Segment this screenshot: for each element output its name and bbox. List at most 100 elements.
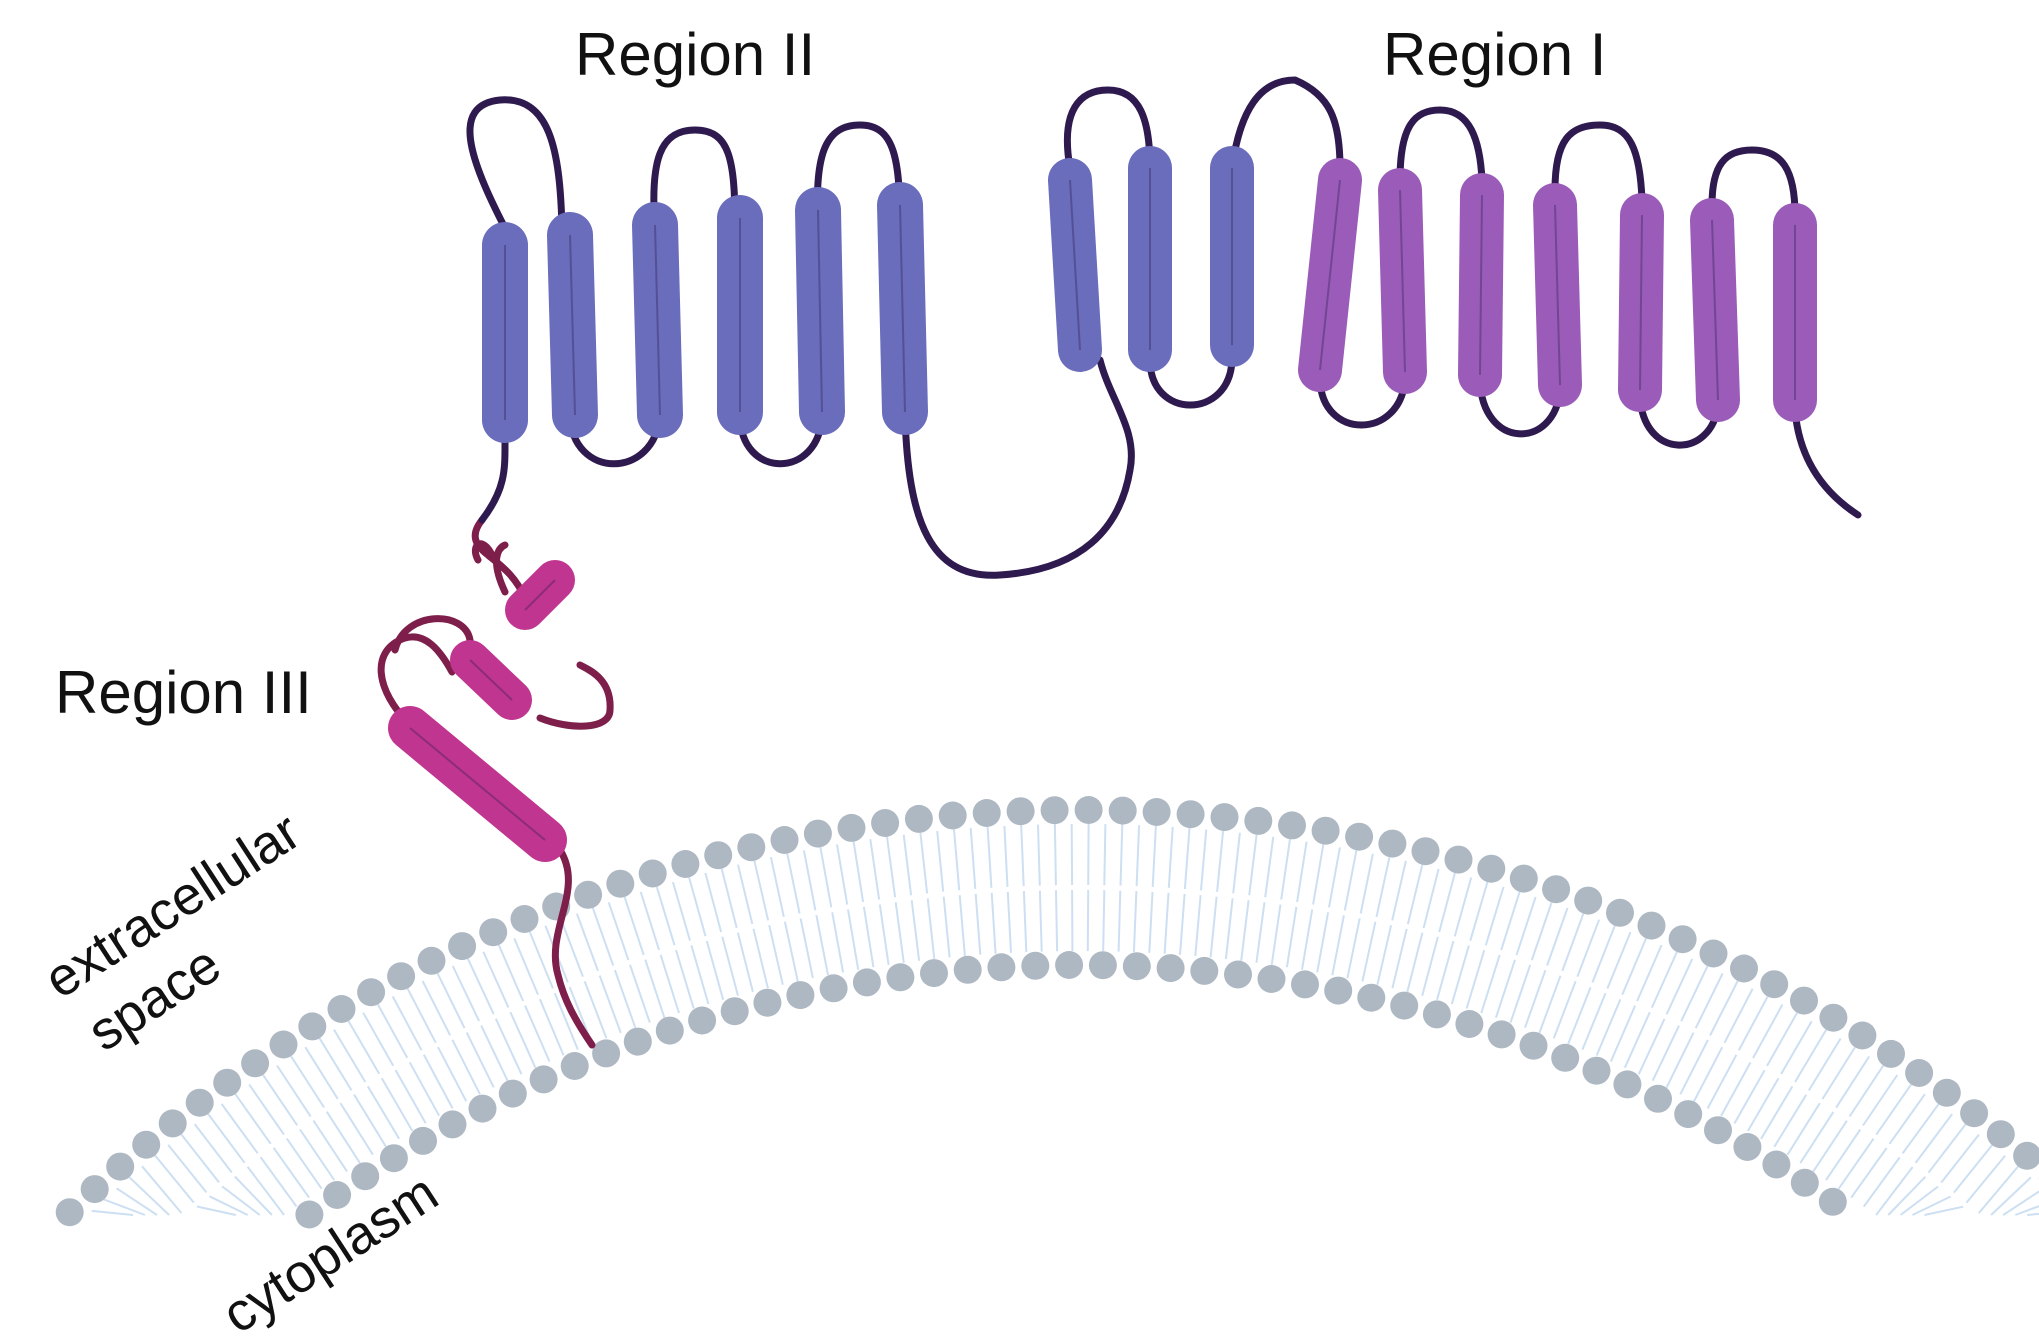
lipid-tail <box>1240 900 1250 961</box>
lipid-tail <box>1436 940 1455 1001</box>
lipid-tail <box>1561 913 1585 972</box>
lipid-tail <box>234 1175 273 1216</box>
lipid-head-inner <box>953 955 982 984</box>
lipid-tail <box>721 936 739 996</box>
region-iii-helix-2 <box>450 640 532 720</box>
lipid-tail <box>1837 1138 1875 1190</box>
lipid-tail <box>1022 891 1028 953</box>
lipid-head-outer <box>1574 886 1603 915</box>
lipid-head-outer <box>1819 1003 1848 1032</box>
region-ii-helix-6-edge <box>899 204 906 413</box>
lipid-tail <box>1183 828 1191 890</box>
lipid-tail <box>513 938 539 995</box>
lipid-tail <box>869 839 881 900</box>
lipid-tail <box>1546 907 1569 966</box>
lipid-tail <box>246 1166 285 1216</box>
lipid-tail <box>1343 850 1358 911</box>
lipid-tail <box>276 1064 312 1117</box>
lipid-tail <box>347 1020 381 1075</box>
lipid-tail <box>1406 932 1424 993</box>
lipid-tail <box>2002 1190 2039 1216</box>
lipid-tail <box>312 1119 348 1172</box>
lipid-tail <box>613 969 637 1028</box>
lipid-head-inner <box>592 1039 621 1068</box>
transmembrane-helices <box>388 146 1817 862</box>
lipid-tail <box>942 896 951 958</box>
lipid-head-outer <box>1699 939 1728 968</box>
region-ii-label: Region II <box>575 21 815 88</box>
lipid-tail <box>886 836 897 898</box>
lipid-tail <box>919 832 929 894</box>
lipid-tail <box>704 872 723 933</box>
lipid-head-inner <box>1291 970 1319 999</box>
lipid-tail <box>644 959 666 1019</box>
lipid-tail <box>1255 902 1266 963</box>
region-iii-label: Region III <box>55 659 312 726</box>
lipid-tail <box>180 1133 220 1184</box>
lipid-tail <box>1709 980 1739 1036</box>
lipid-tail <box>1494 959 1516 1019</box>
region-i-blue-helix-1 <box>1048 158 1102 372</box>
lipid-tail <box>802 850 817 911</box>
lipid-head-outer <box>1244 806 1273 835</box>
lipid-head-outer <box>1932 1078 1961 1107</box>
region-i-violet-helix-2-edge <box>1399 189 1406 373</box>
lipid-tail <box>1331 915 1345 976</box>
region-iii-helix-1-edge <box>524 579 556 611</box>
lipid-tail <box>831 912 845 973</box>
lipid-tail <box>1888 1093 1926 1145</box>
lipid-head-inner <box>438 1110 467 1139</box>
lipid-head-outer <box>1444 845 1473 874</box>
lipid-head-inner <box>1455 1010 1484 1038</box>
lipid-head-inner <box>498 1079 527 1108</box>
lipid-head-inner <box>623 1027 652 1056</box>
lipid-tail <box>1119 824 1124 886</box>
lipid-tail <box>737 864 754 925</box>
lipid-head-outer <box>1542 875 1571 904</box>
lipid-tail <box>451 1039 481 1095</box>
lipid-head-inner <box>1190 956 1219 985</box>
region-iii-to-ii-linker <box>471 516 529 602</box>
lipid-head-inner <box>786 981 815 1010</box>
lipid-head-outer <box>80 1175 109 1204</box>
lipid-tail <box>1680 965 1709 1022</box>
lipid-tail <box>560 919 584 977</box>
lipid-tail <box>1940 1133 1980 1184</box>
lipid-tail <box>318 1037 353 1091</box>
lipid-tail <box>675 949 695 1009</box>
lipid-tail <box>990 892 997 954</box>
lipid-head-outer <box>106 1152 135 1181</box>
lipid-head-outer <box>1278 811 1306 840</box>
region-ii-helix-3-edge <box>654 224 661 416</box>
lipid-head-inner <box>1790 1168 1819 1197</box>
lipid-head-outer <box>1760 970 1789 999</box>
lipid-tail <box>720 868 738 929</box>
lipid-tail <box>1450 945 1470 1005</box>
lipid-tail <box>290 1055 325 1109</box>
lipid-tail <box>1850 1147 1888 1199</box>
lipid-head-outer <box>1311 816 1340 845</box>
lipid-tail <box>783 921 799 982</box>
lipid-tail <box>141 1165 183 1214</box>
lipid-tail <box>1301 909 1314 970</box>
region-ii-helix-2-edge <box>569 234 576 416</box>
lipid-head-outer <box>327 995 356 1023</box>
region-i-violet-helix-6 <box>1690 198 1740 422</box>
lipid-tail <box>1194 895 1202 957</box>
lipid-tail <box>1651 1025 1680 1082</box>
lipid-tail <box>1421 936 1439 997</box>
lipid-tail <box>1406 864 1424 925</box>
lipid-tail <box>1595 998 1622 1056</box>
lipid-tail <box>221 1185 261 1216</box>
region-ii-helix-3 <box>632 202 683 438</box>
lipid-tail <box>1453 877 1473 937</box>
lipid-tail <box>1609 1005 1637 1062</box>
lipid-tail <box>768 924 784 985</box>
lipid-tail <box>1103 824 1107 886</box>
lipid-tail <box>1500 891 1521 951</box>
lipid-tail <box>1825 1129 1862 1181</box>
lipid-tail <box>690 945 710 1005</box>
lipid-tail <box>902 834 913 896</box>
lipid-tail <box>1376 925 1393 985</box>
